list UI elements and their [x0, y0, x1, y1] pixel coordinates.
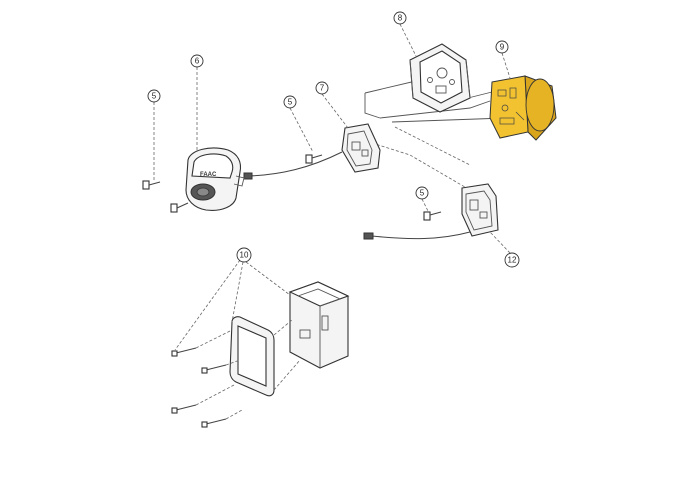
long-screw-4: [201, 418, 227, 428]
part-9-highlighted-board: [489, 75, 557, 141]
screw-d: [423, 211, 442, 221]
callout-10: 10: [236, 247, 252, 263]
part-6-brand-label: FAAC: [200, 172, 217, 178]
callout-9-label: 9: [500, 43, 505, 52]
part-8-back-housing: [409, 43, 471, 113]
part-7-board-with-cable: [243, 123, 381, 180]
part-10-enclosure: [229, 281, 350, 397]
long-screw-1: [171, 347, 197, 357]
callout-12-label: 12: [508, 256, 517, 265]
callout-7-label: 7: [320, 84, 325, 93]
callout-12: 12: [504, 252, 520, 268]
part-12-board-with-cable: [363, 183, 499, 240]
callout-9: 9: [495, 40, 509, 54]
callout-8: 8: [393, 11, 407, 25]
callout-5a-label: 5: [152, 92, 157, 101]
screw-a: [142, 180, 161, 190]
callout-6-label: 6: [195, 57, 200, 66]
screw-b: [170, 202, 189, 213]
callout-6: 6: [190, 54, 204, 68]
callout-5c-label: 5: [420, 189, 425, 198]
callout-10-label: 10: [240, 251, 249, 260]
projection-lines: [364, 79, 506, 191]
callout-8-label: 8: [398, 14, 403, 23]
callout-5b: 5: [283, 95, 297, 109]
callout-7: 7: [315, 81, 329, 95]
callout-5c: 5: [415, 186, 429, 200]
screws: [142, 154, 442, 428]
long-screw-2: [201, 364, 227, 374]
leader-lines: [153, 23, 511, 420]
part-6-front-cover: FAAC: [185, 147, 245, 211]
screw-c: [305, 154, 323, 164]
callout-5a: 5: [147, 89, 161, 103]
long-screw-3: [171, 404, 197, 414]
callout-5b-label: 5: [288, 98, 293, 107]
